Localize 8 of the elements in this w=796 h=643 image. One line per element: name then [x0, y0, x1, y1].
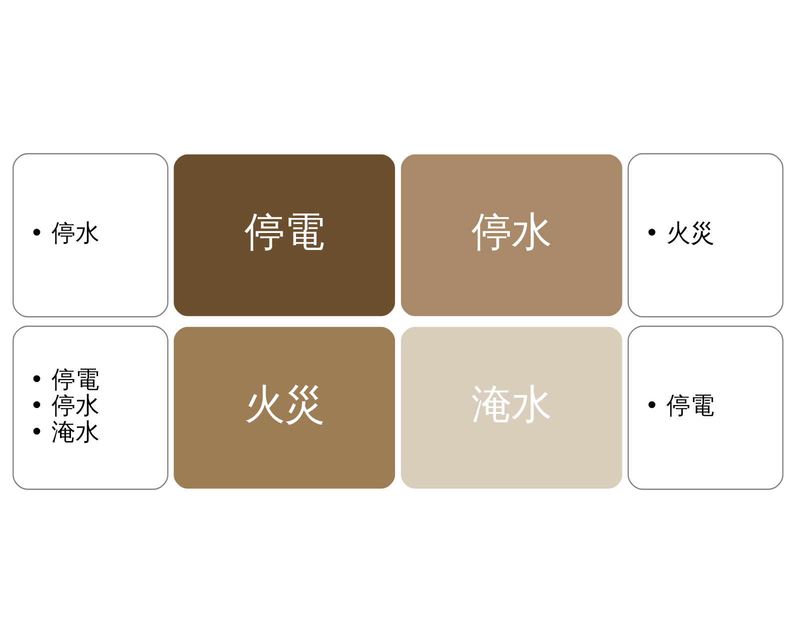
- node-box: • 火災: [628, 153, 784, 318]
- node-box: • 停電: [628, 326, 784, 490]
- node-box: • 停電 • 停水 • 淹水: [12, 326, 168, 490]
- node-box: 停水: [400, 153, 624, 318]
- node-box: • 停水: [12, 153, 168, 318]
- node-box: 火災: [172, 326, 396, 490]
- node-box: 淹水: [400, 326, 624, 490]
- node-box: 停電: [172, 153, 396, 318]
